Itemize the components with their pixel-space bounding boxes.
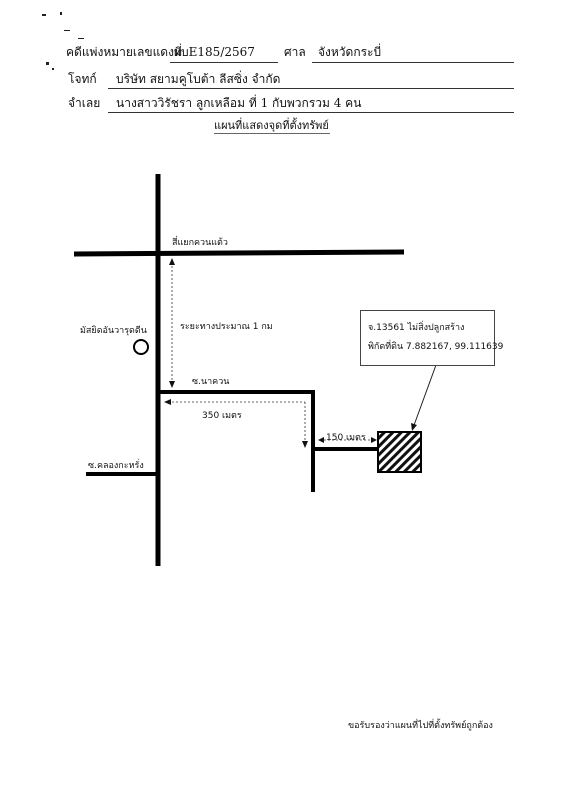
certification-text: ขอรับรองว่าแผนที่ไปที่ตั้งทรัพย์ถูกต้อง (348, 721, 493, 731)
arrow-left (164, 399, 171, 405)
court-name: จังหวัดกระบี่ (318, 45, 382, 59)
mosque-marker (133, 339, 149, 355)
arrow-right-2 (371, 437, 377, 443)
scan-speck (64, 30, 70, 31)
property-note-coordinates: พิกัดที่ดิน 7.882167, 99.111639 (368, 342, 504, 352)
note-pointer (412, 364, 437, 429)
scan-speck (42, 14, 46, 16)
defendant-underline (108, 112, 514, 113)
court-name-underline (312, 62, 514, 63)
label-350m: 350 เมตร (202, 411, 242, 421)
court-label: ศาล (284, 45, 306, 59)
highway-horizontal (73, 249, 405, 257)
plaintiff-underline (108, 88, 514, 89)
map-title: แผนที่แสดงจุดที่ตั้งทรัพย์ (214, 119, 329, 132)
label-distance-1km: ระยะทางประมาณ 1 กม (180, 322, 273, 332)
case-label: คดีแพ่งหมายเลขแดงที่ (66, 45, 182, 59)
property-note-deed: จ.13561 ไม่สิ่งปลูกสร้าง (368, 323, 465, 333)
label-intersection: สี่แยกควนแต้ว (172, 238, 228, 248)
defendant-name: นางสาววิรัชรา ลูกเหลือม ที่ 1 กับพวกรวม … (116, 96, 362, 110)
plaintiff-label: โจทก์ (68, 72, 97, 86)
scan-speck (46, 62, 49, 65)
arrow-up (169, 258, 175, 265)
property-parcel (377, 431, 422, 473)
arrow-down (169, 381, 175, 388)
arrow-down-2 (302, 441, 308, 448)
map-title-underline (214, 133, 330, 134)
label-soi-nakhuan: ซ.นาควน (192, 377, 230, 387)
scan-speck (52, 68, 54, 70)
defendant-label: จำเลย (68, 96, 101, 110)
arrow-left-2 (318, 437, 324, 443)
case-number-underline (170, 62, 278, 63)
label-mosque: มัสยิดอันวารุดดีน (80, 326, 147, 336)
pointer-arrow (411, 423, 417, 431)
case-number: ผบE185/2567 (174, 45, 255, 59)
plaintiff-name: บริษัท สยามคูโบต้า ลีสซิ่ง จำกัด (116, 72, 281, 86)
scan-speck (78, 38, 84, 39)
scan-speck (60, 12, 62, 15)
label-150m: 150 เมตร (326, 433, 366, 443)
property-note-box: จ.13561 ไม่สิ่งปลูกสร้าง พิกัดที่ดิน 7.8… (360, 310, 503, 366)
label-soi-khlong: ซ.คลองกะหรั่ง (88, 461, 144, 471)
